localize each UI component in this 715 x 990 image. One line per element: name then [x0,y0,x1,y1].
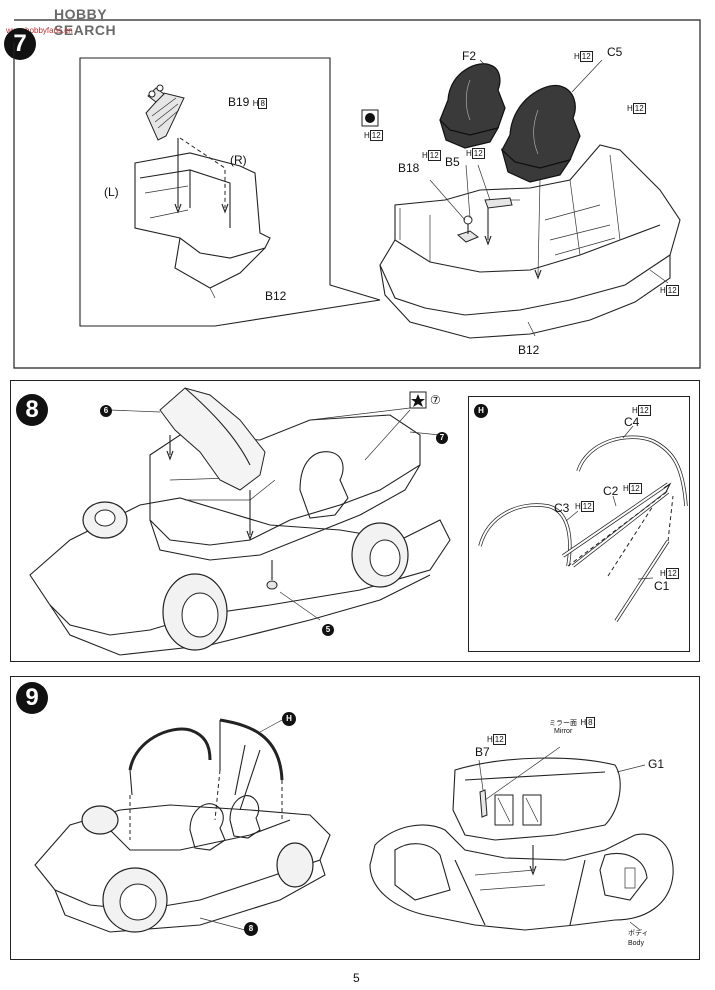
label-b12-inset: B12 [265,289,287,303]
label-c3: C3 [554,501,570,515]
watermark-logo: HOBBY SEARCH www.hobbyfans.cn [2,2,172,38]
callout-part-6: 6 [100,405,112,417]
callout-cage-h: H [282,712,296,726]
step-9-badge: 9 [16,682,48,714]
label-g1: G1 [648,757,665,771]
label-b5: B5 [445,155,460,169]
label-f2: F2 [462,49,477,63]
label-body-jp: ボディ [628,930,649,937]
page-number: 5 [353,971,360,985]
callout-chassis-8: 8 [244,922,258,936]
label-b12: B12 [518,343,540,357]
label-c5: C5 [607,45,623,59]
step-9-car-drawing [34,718,331,933]
label-mirror-en: Mirror [554,728,573,735]
watermark-site-name: HOBBY SEARCH [54,6,117,38]
step-7-badge: 7 [4,28,36,60]
label-b7: B7 [475,745,490,759]
label-c1: C1 [654,579,670,593]
label-c2: C2 [603,484,619,498]
seat-f2-drawing [439,63,506,149]
step-7-frame [13,19,701,369]
step-7-main-drawing [361,59,681,339]
step-8-badge: 8 [16,394,48,426]
label-right-side: (R) [230,153,247,167]
step-9-body-drawing [369,746,674,931]
label-b18: B18 [398,161,420,175]
label-left-side: (L) [104,185,119,199]
subpanel-marker-h: H [474,404,488,418]
label-c4: C4 [624,415,640,429]
roll-cage-subpanel [468,396,690,652]
step-7-inset-drawing [134,84,271,299]
watermark-url: www.hobbyfans.cn [6,26,73,35]
roll-cage-parts-drawing [478,425,688,622]
part-b19-drawing [145,84,185,141]
label-body-en: Body [628,940,644,947]
seat-c5-drawing [500,84,581,183]
callout-part-5: 5 [322,624,334,636]
callout-part-7: 7 [436,432,448,444]
step-8-drawing [29,387,451,656]
decal-reference: ⑦ [430,393,441,407]
